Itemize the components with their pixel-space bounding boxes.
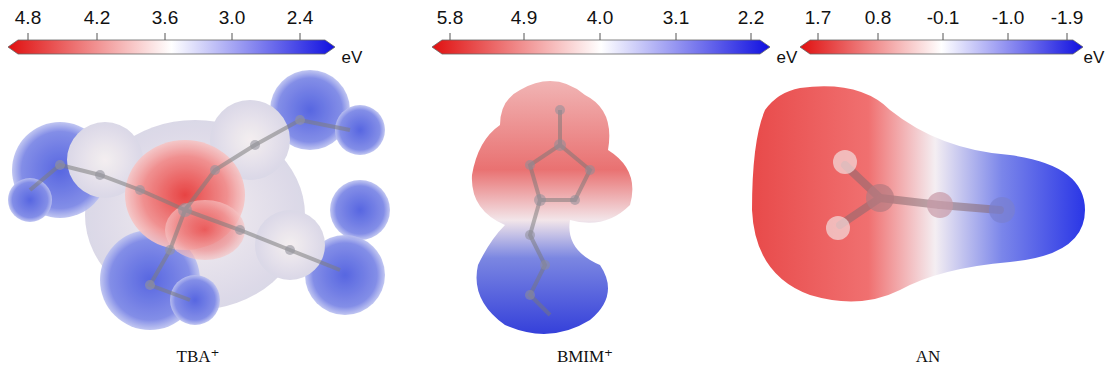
unit-label: eV — [342, 49, 363, 66]
tick-value: 3.6 — [152, 8, 178, 27]
bmim-surface — [472, 81, 632, 334]
molecule-name: BMIM⁺ — [557, 348, 613, 365]
tick-value: -1.9 — [1051, 8, 1084, 27]
tick-value: 3.0 — [219, 8, 245, 27]
molecule-name: AN — [916, 348, 941, 365]
colorbar — [432, 33, 770, 54]
colorbar — [8, 33, 335, 54]
unit-label: eV — [777, 49, 798, 66]
tick-value: 4.2 — [84, 8, 110, 27]
tick-value: 4.9 — [511, 8, 537, 27]
tba-surface — [8, 70, 390, 330]
tick-value: -0.1 — [927, 8, 960, 27]
tick-value: 0.8 — [865, 8, 891, 27]
tick-value: 3.1 — [663, 8, 689, 27]
tick-value: 1.7 — [805, 8, 831, 27]
tick-value: 4.0 — [587, 8, 613, 27]
tick-value: -1.0 — [992, 8, 1025, 27]
colorbar — [800, 33, 1083, 54]
an-surface — [752, 86, 1085, 301]
tick-value: 2.4 — [287, 8, 313, 27]
molecule-name: TBA⁺ — [177, 348, 220, 365]
unit-label: eV — [1084, 49, 1105, 66]
tick-value: 5.8 — [437, 8, 463, 27]
tick-value: 4.8 — [15, 8, 41, 27]
tick-value: 2.2 — [738, 8, 764, 27]
